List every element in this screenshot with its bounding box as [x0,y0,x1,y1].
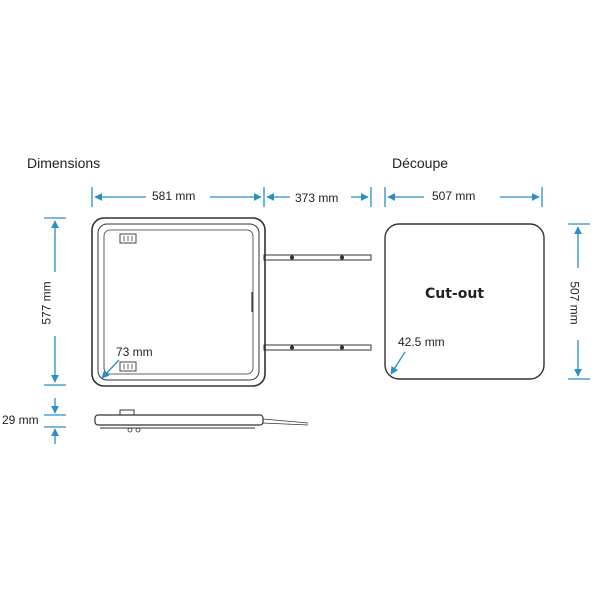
hatch-top-view [91,217,266,387]
cutout-title: Découpe [392,155,449,171]
width-label: 581 mm [152,189,196,203]
hatch-inner-frame [97,223,260,381]
dimension-lines [44,187,590,444]
cutout-height-label: 507 mm [567,281,582,325]
latch-icon-bottom [119,361,137,372]
corner-label: 73 mm [116,345,153,359]
thickness-label: 29 mm [2,413,39,427]
arm-top [263,254,372,261]
handle-length-label: 373 mm [295,191,339,205]
cutout-center-label: Cut-out [425,286,485,302]
latch-icon-top [119,233,137,244]
hatch-outer-frame [91,217,266,387]
height-label: 577 mm [39,281,54,325]
arm-bottom [263,344,372,351]
dimensions-title: Dimensions [27,155,101,171]
support-arms [263,254,372,351]
side-profile [94,409,309,433]
cutout-width-label: 507 mm [432,189,476,203]
cutout-outline [384,223,545,380]
hatch-glass [103,229,254,375]
cutout-radius-label: 42.5 mm [398,335,445,349]
